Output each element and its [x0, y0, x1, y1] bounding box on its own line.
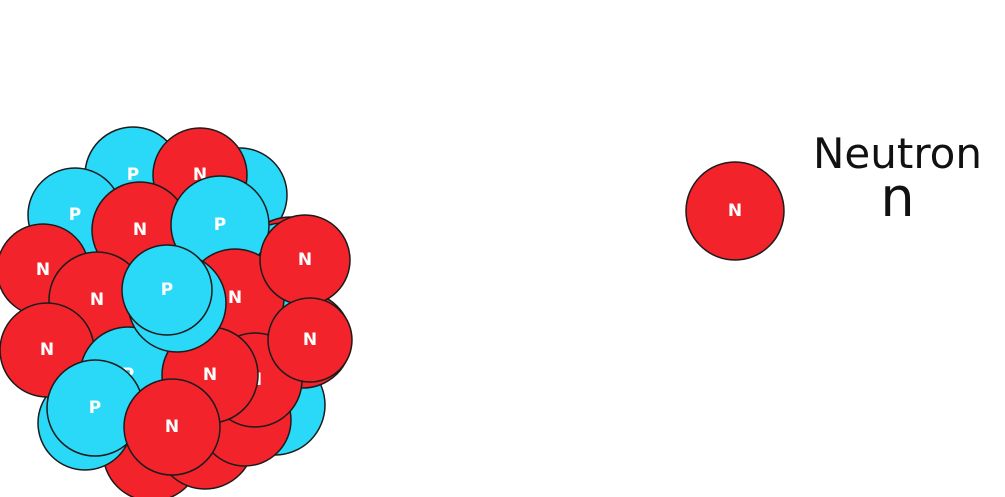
neutron-name: Neutron	[812, 129, 982, 178]
free-neutron: N	[685, 161, 785, 261]
neutron-label: N	[90, 290, 104, 310]
neutron-label: N	[298, 250, 312, 270]
proton-label: P	[69, 205, 81, 225]
neutron-label: N	[133, 220, 147, 240]
neutron-label: N	[36, 260, 50, 280]
neutron-label: N	[303, 330, 317, 350]
proton-label: P	[214, 215, 226, 235]
free-neutron-label: N	[728, 201, 742, 221]
proton-label: P	[89, 398, 101, 418]
neutron-label: N	[203, 365, 217, 385]
neutron-particle	[267, 297, 353, 383]
proton-label: P	[127, 165, 139, 185]
proton-label: P	[161, 280, 173, 300]
neutron-label: N	[165, 417, 179, 437]
free-neutron-circle	[685, 161, 785, 261]
atomic-nucleus: NNPPPPPPNNNNNPPPNNNNNNPNPNPNPN	[0, 126, 353, 497]
neutron-label: N	[40, 340, 54, 360]
neutron-particle	[123, 378, 221, 476]
neutron-label: N	[228, 288, 242, 308]
proton-particle	[121, 244, 213, 336]
neutron-symbol: n	[880, 166, 915, 229]
